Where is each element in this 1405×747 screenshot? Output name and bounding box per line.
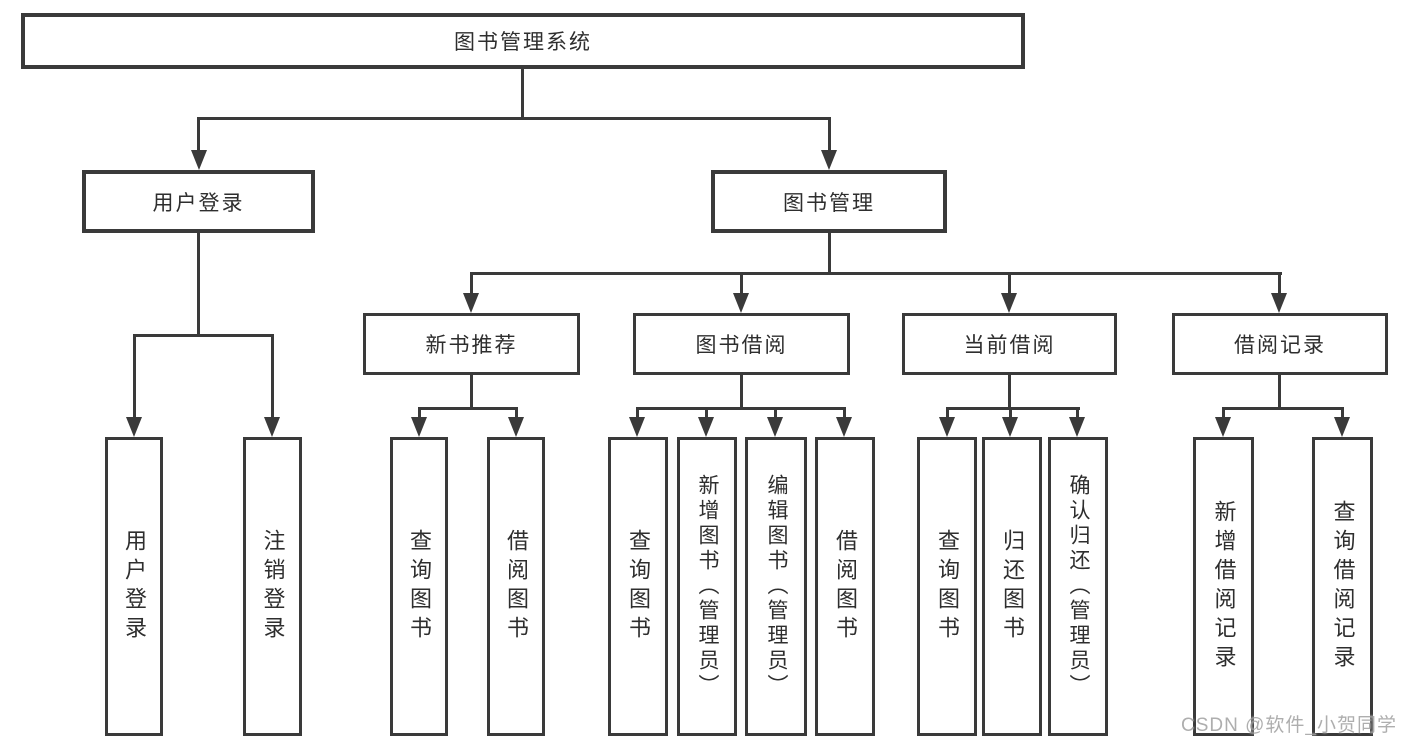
connector-line bbox=[946, 407, 949, 419]
arrow-down-icon bbox=[767, 417, 783, 437]
leaf-query-books-borrow: 查询图书 bbox=[608, 437, 668, 736]
connector-line bbox=[705, 407, 708, 419]
node-label: 新增借阅记录 bbox=[1211, 499, 1237, 674]
connector-line bbox=[197, 231, 200, 337]
arrow-down-icon bbox=[191, 150, 207, 170]
node-label: 图书借阅 bbox=[695, 334, 788, 357]
connector-line bbox=[636, 407, 639, 419]
connector-line bbox=[418, 407, 518, 410]
connector-line bbox=[1222, 407, 1225, 419]
arrow-down-icon bbox=[264, 417, 280, 437]
node-label: 归还图书 bbox=[1000, 528, 1025, 645]
connector-line bbox=[470, 373, 473, 410]
connector-line bbox=[1076, 407, 1079, 419]
connector-line bbox=[1222, 407, 1344, 410]
connector-line bbox=[133, 334, 274, 337]
arrow-down-icon bbox=[733, 293, 749, 313]
arrow-down-icon bbox=[1215, 417, 1231, 437]
connector-line bbox=[470, 272, 473, 295]
connector-line bbox=[1009, 407, 1012, 419]
arrow-down-icon bbox=[463, 293, 479, 313]
leaf-query-books-current: 查询图书 bbox=[917, 437, 977, 736]
connector-line bbox=[1341, 407, 1344, 419]
connector-line bbox=[828, 117, 831, 154]
arrow-down-icon bbox=[126, 417, 142, 437]
connector-line bbox=[774, 407, 777, 419]
node-label: 图书管理 bbox=[783, 191, 875, 215]
csdn-watermark: CSDN @软件_小贺同学 bbox=[1181, 715, 1397, 736]
node-label: 确认归还（管理员） bbox=[1067, 474, 1090, 699]
node-label: 编辑图书（管理员） bbox=[765, 474, 788, 699]
leaf-query-borrow-record: 查询借阅记录 bbox=[1312, 437, 1373, 736]
connector-line bbox=[1278, 373, 1281, 410]
connector-line bbox=[418, 407, 421, 419]
connector-line bbox=[271, 334, 274, 419]
connector-line bbox=[1008, 272, 1011, 295]
leaf-user-login: 用户登录 bbox=[105, 437, 163, 736]
node-label: 注销登录 bbox=[260, 528, 286, 645]
leaf-query-books-recommend: 查询图书 bbox=[390, 437, 448, 736]
connector-line bbox=[470, 272, 1282, 275]
node-current-borrow: 当前借阅 bbox=[902, 313, 1117, 375]
node-label: 借阅记录 bbox=[1234, 334, 1326, 357]
node-borrow-records: 借阅记录 bbox=[1172, 313, 1388, 375]
arrow-down-icon bbox=[1334, 417, 1350, 437]
arrow-down-icon bbox=[1001, 293, 1017, 313]
leaf-add-books-admin: 新增图书（管理员） bbox=[677, 437, 737, 736]
connector-line bbox=[636, 407, 846, 410]
arrow-down-icon bbox=[1002, 417, 1018, 437]
connector-line bbox=[740, 272, 743, 295]
node-label: 查询图书 bbox=[626, 528, 651, 645]
node-label: 借阅图书 bbox=[504, 528, 529, 645]
node-label: 新增图书（管理员） bbox=[696, 474, 719, 699]
leaf-confirm-return-admin: 确认归还（管理员） bbox=[1048, 437, 1108, 736]
arrow-down-icon bbox=[939, 417, 955, 437]
connector-line bbox=[197, 117, 831, 120]
connector-line bbox=[946, 407, 1080, 410]
connector-line bbox=[740, 373, 743, 410]
connector-line bbox=[828, 231, 831, 275]
arrow-down-icon bbox=[821, 150, 837, 170]
arrow-down-icon bbox=[1271, 293, 1287, 313]
node-root-library-system: 图书管理系统 bbox=[21, 13, 1025, 69]
node-label: 借阅图书 bbox=[833, 528, 858, 645]
leaf-borrow-books-recommend: 借阅图书 bbox=[487, 437, 545, 736]
leaf-edit-books-admin: 编辑图书（管理员） bbox=[745, 437, 807, 736]
node-label: 查询图书 bbox=[935, 528, 960, 645]
connector-line bbox=[515, 407, 518, 419]
node-label: 当前借阅 bbox=[963, 334, 1056, 357]
node-label: 图书管理系统 bbox=[454, 31, 592, 54]
arrow-down-icon bbox=[698, 417, 714, 437]
node-user-login: 用户登录 bbox=[82, 170, 315, 233]
node-label: 查询借阅记录 bbox=[1330, 499, 1356, 674]
arrow-down-icon bbox=[629, 417, 645, 437]
arrow-down-icon bbox=[411, 417, 427, 437]
connector-line bbox=[521, 69, 524, 120]
node-label: 新书推荐 bbox=[425, 334, 518, 357]
leaf-logout: 注销登录 bbox=[243, 437, 302, 736]
connector-line bbox=[843, 407, 846, 419]
arrow-down-icon bbox=[1069, 417, 1085, 437]
node-new-book-recommend: 新书推荐 bbox=[363, 313, 580, 375]
node-book-borrow: 图书借阅 bbox=[633, 313, 850, 375]
leaf-borrow-books: 借阅图书 bbox=[815, 437, 875, 736]
connector-line bbox=[197, 117, 200, 154]
connector-line bbox=[1008, 373, 1011, 410]
node-label: 用户登录 bbox=[122, 528, 147, 645]
arrow-down-icon bbox=[836, 417, 852, 437]
connector-line bbox=[1278, 272, 1281, 295]
arrow-down-icon bbox=[508, 417, 524, 437]
node-label: 用户登录 bbox=[152, 191, 245, 215]
leaf-return-books: 归还图书 bbox=[982, 437, 1042, 736]
node-label: 查询图书 bbox=[407, 528, 432, 645]
leaf-add-borrow-record: 新增借阅记录 bbox=[1193, 437, 1254, 736]
connector-line bbox=[133, 334, 136, 419]
node-book-management: 图书管理 bbox=[711, 170, 947, 233]
